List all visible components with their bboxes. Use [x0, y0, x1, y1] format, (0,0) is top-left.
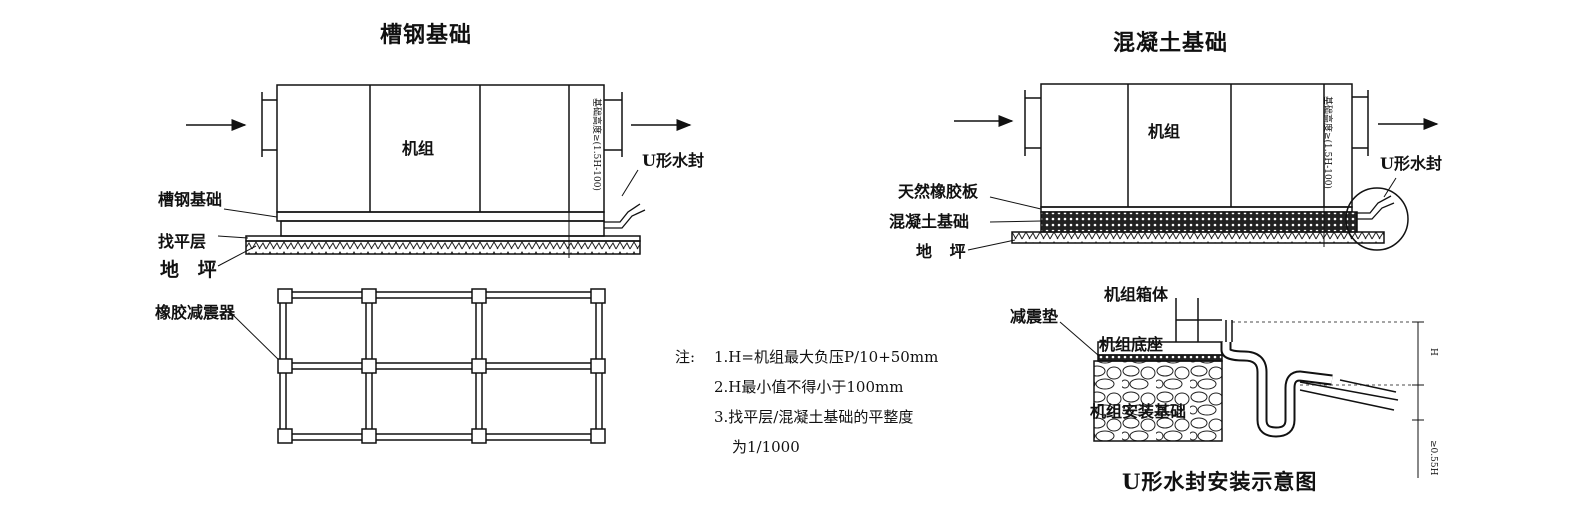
damper-marker [361, 358, 377, 374]
u-seal-caption: U形水封安装示意图 [1122, 469, 1318, 494]
note-line-3: 3.找平层/混凝土基础的平整度 [714, 408, 914, 426]
unit-label: 机组 [1148, 122, 1181, 141]
concrete-base-label: 混凝土基础 [889, 212, 970, 231]
unit-box [276, 84, 605, 213]
damper-marker [361, 428, 377, 444]
unit-box [1040, 83, 1353, 208]
dim-h-label: H [1428, 348, 1438, 356]
rubber-plate-label: 天然橡胶板 [898, 182, 979, 201]
floor-label: 地 坪 [916, 242, 972, 261]
damper-marker [590, 288, 606, 304]
note-line-2: 2.H最小值不得小于100mm [714, 378, 904, 396]
damper-marker [590, 428, 606, 444]
unit-base-label: 机组底座 [1099, 335, 1164, 354]
unit-label: 机组 [402, 139, 435, 158]
concrete-base-diagram [954, 83, 1439, 251]
damper-label: 橡胶减震器 [155, 303, 236, 322]
steel-base-diagram [186, 84, 692, 267]
damper-marker [277, 358, 293, 374]
steel-base-label: 槽钢基础 [158, 190, 223, 209]
damper-markers [277, 288, 606, 444]
concrete-base [1040, 211, 1358, 233]
u-seal-detail-circle [1345, 187, 1409, 251]
concrete-base-title: 混凝土基础 [1113, 30, 1229, 56]
note-line-1: 1.H=机组最大负压P/10+50mm [714, 348, 939, 366]
damping-pad [1097, 354, 1223, 362]
floor-gravel [1011, 231, 1385, 244]
u-seal-label: U形水封 [1380, 154, 1442, 173]
damper-marker [471, 428, 487, 444]
damper-marker [471, 288, 487, 304]
note-line-4: 为1/1000 [732, 438, 800, 456]
floor-label: 地 坪 [160, 259, 223, 281]
notes-prefix: 注: [675, 348, 696, 366]
u-seal-pipe [604, 203, 646, 229]
u-seal-pipe [1357, 195, 1395, 220]
dim-low-label: ≥0.55H [1428, 440, 1438, 476]
floor-gravel [245, 240, 641, 255]
steel-channel [276, 211, 605, 222]
install-base-label: 机组安装基础 [1090, 402, 1187, 421]
damper-marker [590, 358, 606, 374]
damper-marker [471, 358, 487, 374]
u-seal-install-detail [1059, 298, 1424, 478]
damper-marker [277, 288, 293, 304]
leveling-layer-label: 找平层 [158, 232, 207, 251]
damper-marker [361, 288, 377, 304]
height-note: 基础高度≥(1.5H-100) [1322, 96, 1332, 189]
damping-pad-label: 减震垫 [1010, 307, 1059, 326]
damper-marker [277, 428, 293, 444]
install-base [1093, 360, 1223, 442]
steel-base-title: 槽钢基础 [380, 22, 473, 48]
u-seal-label: U形水封 [642, 151, 704, 170]
unit-box-label: 机组箱体 [1104, 285, 1169, 304]
height-note: 基础高度≥(1.5H-100) [591, 98, 601, 191]
